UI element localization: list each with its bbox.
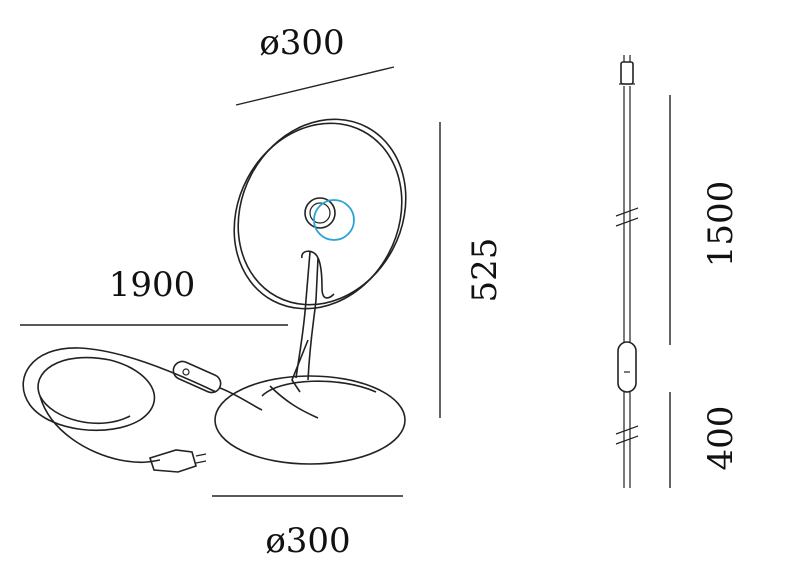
shade-disc-front [233,122,403,310]
cable-to-base [219,387,263,411]
base-ring-inner [261,380,377,397]
cord-break-upper-1 [615,207,639,217]
inline-switch-icon [172,360,222,394]
height-label: 525 [465,238,505,303]
cord-plug-icon [620,61,634,85]
cord-break-upper-2 [615,217,639,227]
lamp-illustration [22,118,407,473]
lamp-stem-hook [317,257,335,299]
switch-button [182,368,190,376]
plug-pin-2 [195,460,207,464]
cord-upper-label: 1500 [701,181,741,268]
shade-diameter-line [235,66,395,106]
cable-length-dimension: 1900 [20,265,288,326]
cable-length-label: 1900 [109,265,196,305]
base-arm [269,385,319,419]
cable-coil [22,347,217,432]
base-ring-outer [214,375,406,465]
cord-break-lower-2 [615,435,639,445]
lamp-stem-bend [291,339,309,393]
height-dimension: 525 [439,122,505,418]
bulb-icon [313,199,355,241]
socket-inner [309,202,331,224]
lamp-stem-right [295,251,311,379]
socket-outer [304,197,336,229]
shade-diameter-dimension: ø300 [235,23,395,106]
cord-switch-icon [617,341,637,393]
lamp-stem-left [301,250,319,381]
cord-break-lower-1 [615,425,639,435]
base-diameter-label: ø300 [265,521,350,561]
plug-icon [148,449,197,473]
plug-pin-1 [195,453,207,457]
base-diameter-dimension: ø300 [212,495,403,561]
shade-diameter-label: ø300 [259,23,344,63]
shade-disc-back [237,118,407,306]
cord-schematic: 1500 400 [615,55,741,488]
cable-to-plug [39,395,161,464]
cord-lower-label: 400 [701,406,741,471]
